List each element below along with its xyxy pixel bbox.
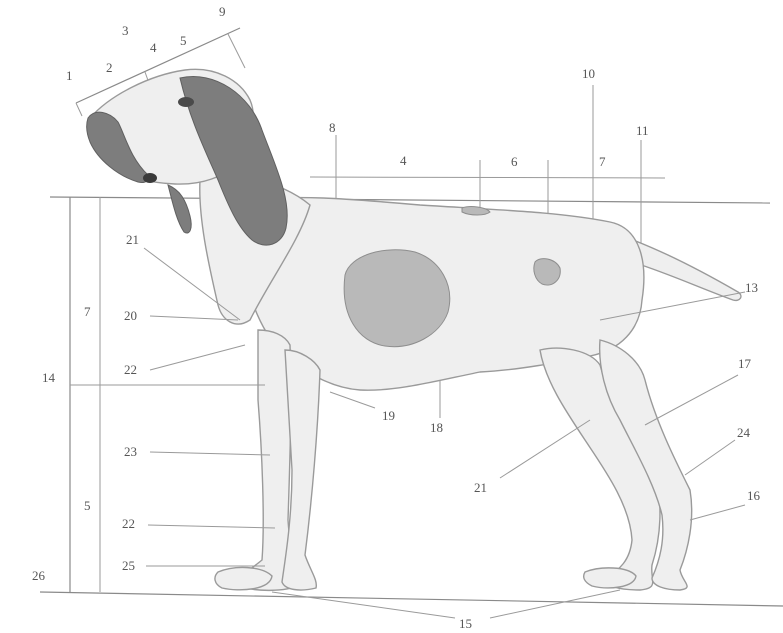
- dog-jowl: [168, 185, 191, 233]
- head-tick-3: [228, 34, 245, 68]
- label-25: 25: [122, 558, 135, 573]
- label-21-top: 21: [126, 232, 139, 247]
- label-19: 19: [382, 408, 395, 423]
- leader-17: [645, 375, 738, 425]
- leader-16: [690, 505, 745, 520]
- leader-19: [330, 392, 375, 408]
- label-18: 18: [430, 420, 443, 435]
- label-13: 13: [745, 280, 758, 295]
- label-22-bottom: 22: [122, 516, 135, 531]
- label-1: 1: [66, 68, 73, 83]
- label-10: 10: [582, 66, 595, 81]
- leader-23: [150, 452, 270, 455]
- dog-back-spot: [462, 207, 490, 215]
- withers-height-line: [50, 197, 770, 203]
- ground-line: [40, 592, 783, 606]
- back-measure-line: [310, 177, 665, 178]
- label-3: 3: [122, 23, 129, 38]
- label-24: 24: [737, 425, 751, 440]
- leader-22-bottom: [148, 525, 275, 528]
- leader-22-top: [150, 345, 245, 370]
- label-2: 2: [106, 60, 113, 75]
- label-7-side: 7: [84, 304, 91, 319]
- label-5: 5: [180, 33, 187, 48]
- leader-24: [685, 440, 735, 475]
- label-14: 14: [42, 370, 56, 385]
- leader-15-right: [490, 590, 620, 618]
- dog-front-paw: [215, 567, 272, 589]
- dog-flank-spot: [344, 250, 450, 347]
- label-20: 20: [124, 308, 137, 323]
- label-15: 15: [459, 616, 472, 631]
- dog-rump-spot: [534, 259, 560, 285]
- label-22-top: 22: [124, 362, 137, 377]
- label-9: 9: [219, 4, 226, 19]
- label-5-side: 5: [84, 498, 91, 513]
- dog-nose: [143, 173, 157, 183]
- dog-hind-paw: [584, 568, 636, 588]
- leader-21-bottom: [500, 420, 590, 478]
- leader-15-left: [272, 592, 455, 618]
- label-7: 7: [599, 154, 606, 169]
- dog-tail: [628, 238, 741, 300]
- label-26: 26: [32, 568, 46, 583]
- label-4: 4: [150, 40, 157, 55]
- label-23: 23: [124, 444, 137, 459]
- head-tick-1: [76, 103, 82, 116]
- dog-eye: [178, 97, 194, 107]
- label-11: 11: [636, 123, 649, 138]
- label-21-bottom: 21: [474, 480, 487, 495]
- label-8: 8: [329, 120, 336, 135]
- label-17: 17: [738, 356, 752, 371]
- label-16: 16: [747, 488, 761, 503]
- label-6: 6: [511, 154, 518, 169]
- label-4b: 4: [400, 153, 407, 168]
